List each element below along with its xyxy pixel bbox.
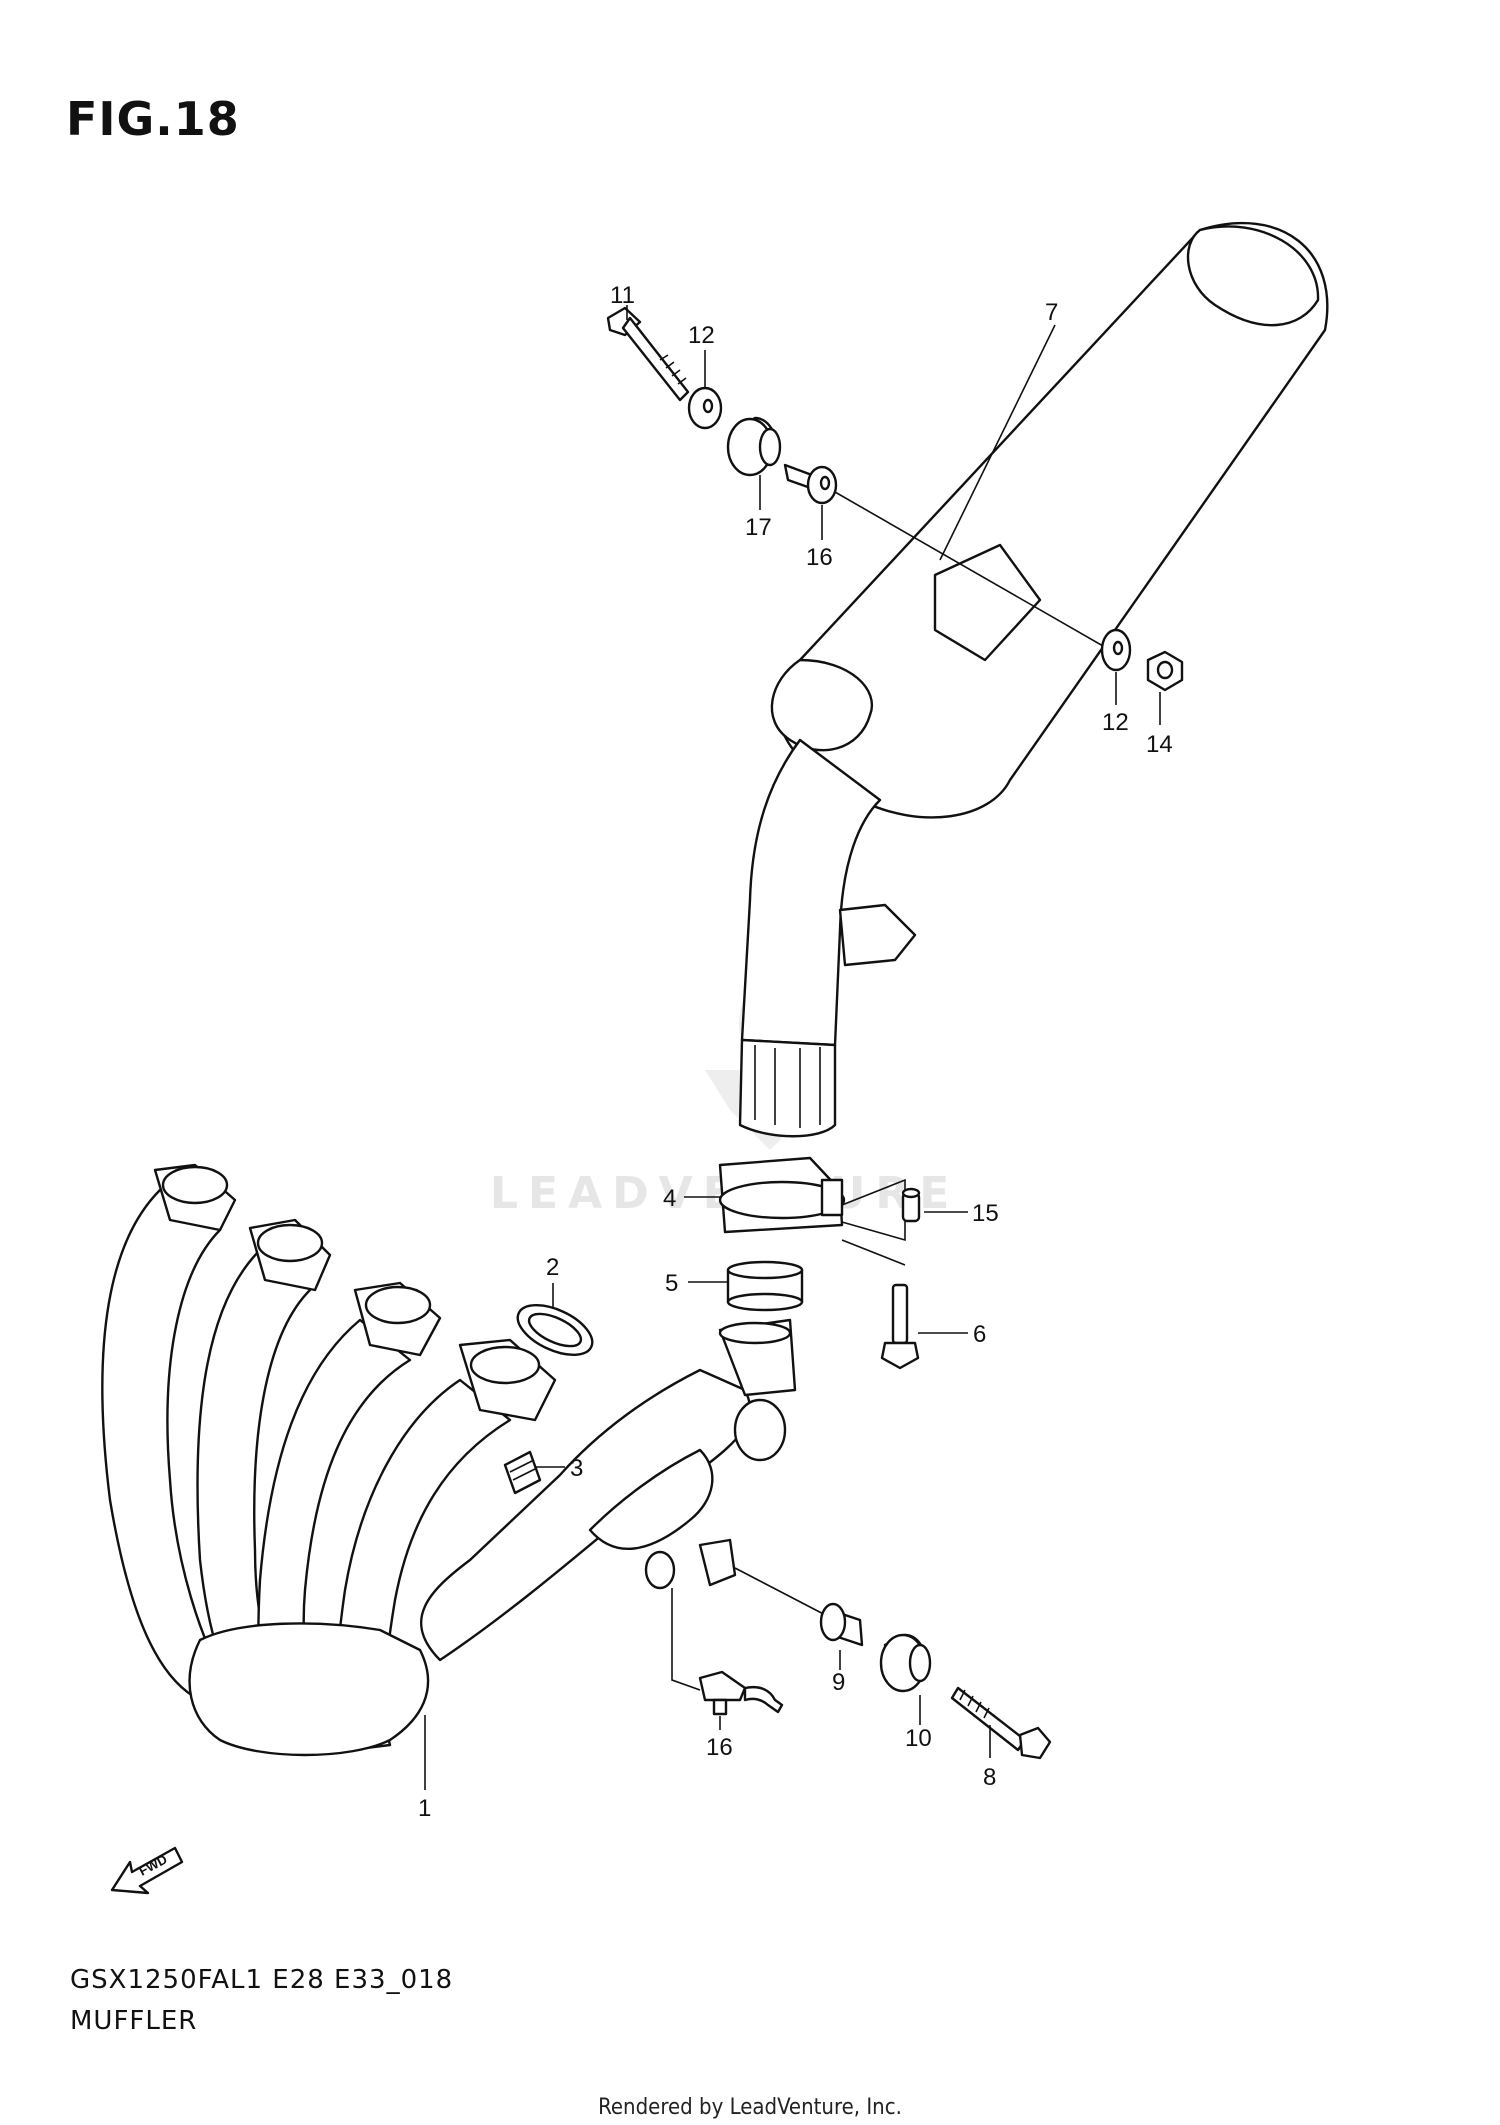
callout-label-6: 6 — [973, 1321, 986, 1348]
exhaust-pipe-assembly-part-1[interactable] — [101, 1163, 797, 1757]
section-name: MUFFLER — [70, 2006, 198, 2036]
model-code: GSX1250FAL1 E28 E33_018 — [70, 1965, 454, 1995]
clamp-part-4[interactable] — [718, 1156, 846, 1234]
cushion-part-14[interactable] — [726, 416, 782, 477]
callout-label-7: 7 — [1045, 299, 1058, 326]
callout-label-4: 4 — [663, 1185, 676, 1212]
lower-mount-axis-line — [734, 1567, 836, 1621]
callout-label-11: 11 — [610, 282, 635, 309]
callout-label-1: 1 — [418, 1795, 431, 1822]
callout-label-12-right: 12 — [1102, 709, 1129, 736]
callout-label-16: 15 — [972, 1200, 999, 1227]
forward-direction-arrow-icon: FWD — [110, 1846, 184, 1895]
callout-label-8: 8 — [983, 1764, 996, 1791]
gasket-part-5[interactable] — [726, 1260, 804, 1312]
collar-part-9[interactable] — [819, 1602, 864, 1647]
callout-label-15: 14 — [1146, 731, 1173, 758]
leader-line-7 — [939, 324, 1056, 561]
leader-line-17-sensor — [671, 1588, 701, 1691]
bolt-part-6[interactable] — [841, 1239, 920, 1370]
callout-label-12-top: 12 — [688, 322, 715, 349]
washer-part-12-right[interactable] — [1100, 628, 1132, 672]
callout-label-3: 3 — [570, 1455, 583, 1482]
gasket-part-2[interactable] — [510, 1295, 599, 1365]
callout-label-5: 5 — [665, 1270, 678, 1297]
bolt-part-8[interactable] — [950, 1686, 1052, 1760]
collar-part-13[interactable] — [783, 463, 838, 505]
callout-label-14: 17 — [745, 514, 772, 541]
callout-label-17: 16 — [706, 1734, 733, 1761]
callout-label-10: 10 — [905, 1725, 932, 1752]
pin-part-16[interactable] — [901, 1187, 921, 1223]
stud-part-3[interactable] — [503, 1450, 542, 1495]
cushion-part-10[interactable] — [879, 1633, 932, 1693]
callout-label-2: 2 — [546, 1254, 559, 1281]
callout-label-13: 16 — [806, 544, 833, 571]
render-credit: Rendered by LeadVenture, Inc. — [598, 2095, 902, 2120]
bolt-part-11[interactable] — [606, 306, 690, 402]
nut-part-15[interactable] — [1146, 650, 1184, 692]
muffler-part-7[interactable] — [738, 221, 1329, 1138]
mounting-axis-line — [834, 491, 1111, 651]
washer-part-12-top[interactable] — [687, 386, 723, 430]
figure-title: FIG.18 — [66, 92, 240, 146]
callout-label-9: 9 — [832, 1669, 845, 1696]
oxygen-sensor-part-17[interactable] — [698, 1670, 784, 1716]
